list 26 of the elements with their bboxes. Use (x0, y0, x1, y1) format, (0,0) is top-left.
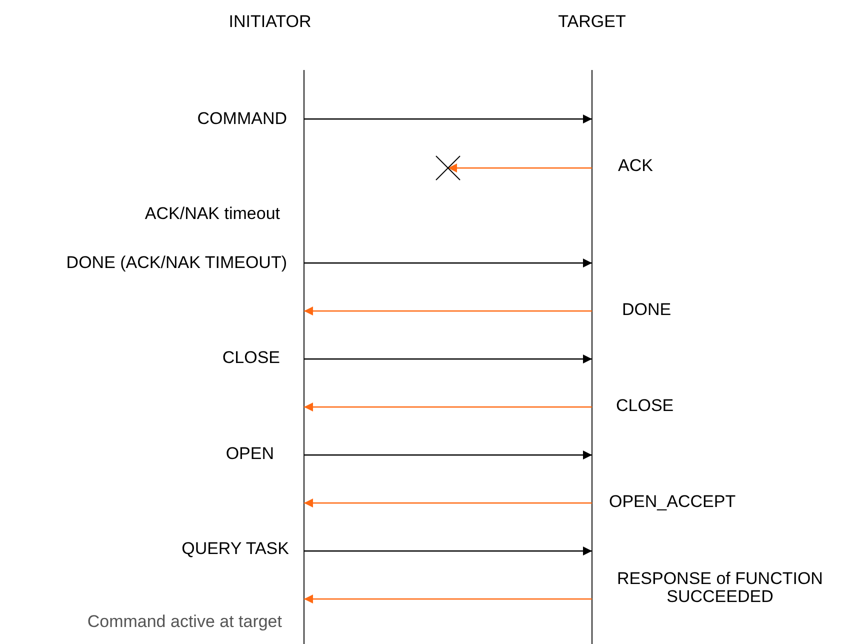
arrow (304, 402, 592, 412)
message-label: COMMAND (197, 109, 287, 129)
message-label: ACK (618, 156, 653, 176)
arrow (304, 114, 592, 124)
message-label: OPEN_ACCEPT (609, 492, 736, 512)
message-label: DONE (622, 300, 672, 320)
arrow (304, 354, 592, 364)
lifeline (303, 70, 305, 644)
arrow (304, 306, 592, 316)
arrow (304, 450, 592, 460)
arrow (304, 498, 592, 508)
lifeline-heading: TARGET (532, 12, 652, 32)
note-text: ACK/NAK timeout (144, 204, 280, 224)
message-label: CLOSE (222, 348, 280, 368)
message-label: RESPONSE of FUNCTION SUCCEEDED (616, 570, 824, 606)
message-label: DONE (ACK/NAK TIMEOUT) (66, 253, 287, 273)
arrow (448, 164, 592, 172)
message-label: CLOSE (616, 396, 674, 416)
note-text: Command active at target (87, 612, 282, 632)
message-label: QUERY TASK (182, 539, 289, 559)
arrow (304, 546, 592, 556)
message-label: OPEN (226, 444, 274, 464)
lifeline-heading: INITIATOR (210, 12, 330, 32)
arrow (304, 594, 592, 604)
lifeline (591, 70, 593, 644)
arrow (304, 258, 592, 268)
